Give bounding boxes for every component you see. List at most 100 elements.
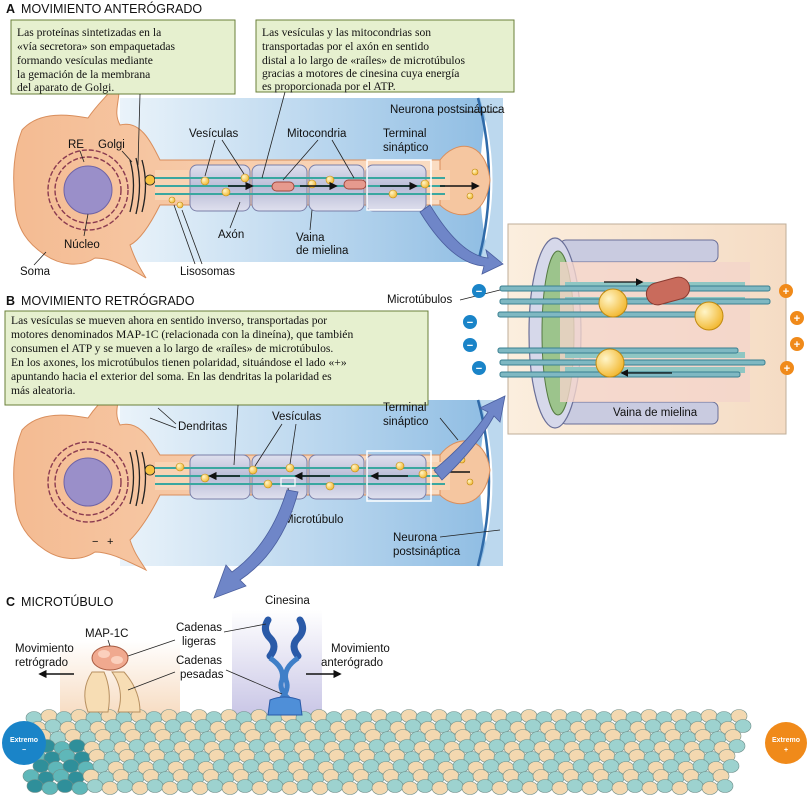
leader-map1c (107, 639, 111, 647)
microtubule-zoom-box (280, 477, 296, 487)
label-sheath-2: de mielina (296, 245, 349, 257)
label-light-2: ligeras (182, 636, 216, 648)
callout-golgi-text: Las proteínas sintetizadas en la «vía se… (17, 26, 178, 94)
tubulin-subunit (326, 779, 344, 793)
golgi-vesicle-b (144, 464, 156, 476)
label-antero-1: Movimiento (331, 643, 390, 655)
tubulin-subunit (506, 779, 524, 793)
svg-text:+: + (794, 339, 800, 351)
label-microtubules-inset: Microtúbulos (387, 294, 452, 306)
leader-vesicles-b (254, 423, 297, 467)
label-vesicles-a: Vesículas (189, 128, 238, 140)
zoom-arrow-b (433, 395, 506, 481)
tubulin-subunit (491, 781, 509, 795)
label-dendrites: Dendritas (178, 421, 227, 433)
label-golgi: Golgi (98, 139, 125, 151)
tubulin-subunit (356, 779, 374, 793)
tubulin-subunit (716, 779, 734, 793)
leader-light-chains (127, 623, 267, 657)
leader-golgi (121, 150, 133, 163)
tubulin-subunit (596, 779, 614, 793)
label-terminal-b-1: Terminal (383, 402, 426, 414)
terminal-box-a (366, 159, 432, 211)
tubulin-subunit (86, 779, 104, 793)
label-antero-2: anterógrado (321, 657, 383, 669)
tubulin-subunit (461, 781, 479, 795)
microtubule-lattice (22, 709, 752, 795)
label-vesicles-b: Vesículas (272, 411, 321, 423)
leader-mitochondria (282, 139, 355, 181)
tubulin-subunit (281, 781, 299, 795)
minus-end-markers: − − − − (463, 284, 486, 375)
nucleus-a (63, 165, 113, 215)
tubulin-subunit (386, 779, 404, 793)
tubulin-subunit (71, 781, 89, 795)
tubulin-subunit (722, 759, 740, 773)
plus-end-sign: + (784, 747, 788, 754)
label-retro-1: Movimiento (15, 643, 74, 655)
label-heavy-2: pesadas (180, 669, 224, 681)
tubulin-subunit (641, 781, 659, 795)
svg-text:+: + (784, 363, 790, 375)
leader-postsynaptic-b (439, 529, 501, 538)
er-b (47, 441, 129, 523)
plus-end-label: Extremo (772, 737, 800, 744)
svg-text:+: + (783, 286, 789, 298)
label-heavy-1: Cadenas (176, 655, 222, 667)
callout-retro-text: Las vesículas se mueven ahora en sentido… (11, 314, 356, 397)
label-postsynaptic-b-2: postsináptica (393, 546, 461, 558)
tubulin-subunit (116, 779, 134, 793)
tubulin-subunit (176, 779, 194, 793)
tubulin-subunit (221, 781, 239, 795)
golgi-b (129, 449, 147, 507)
tubulin-subunit (566, 779, 584, 793)
leader-sheath (309, 209, 313, 231)
label-map1c: MAP-1C (85, 628, 128, 640)
label-re: RE (68, 139, 84, 151)
leader-nucleus (83, 213, 89, 237)
tubulin-subunit (101, 781, 119, 795)
tubulin-subunit (611, 781, 629, 795)
tubulin-subunit (551, 781, 569, 795)
label-mitochondria: Mitocondria (287, 128, 347, 140)
leader-heavy-chains (127, 669, 283, 695)
mitochondria-a (271, 179, 367, 192)
label-myelin-inset: Vaina de mielina (613, 407, 698, 419)
tubulin-subunit (416, 779, 434, 793)
leader-lysosomes (173, 204, 203, 265)
label-terminal-a-1: Terminal (383, 128, 426, 140)
svg-text:−: − (467, 317, 473, 329)
tubulin-subunit (266, 779, 284, 793)
label-microtubule-b: Microtúbulo (284, 514, 343, 526)
tubulin-subunit (521, 781, 539, 795)
tubulin-subunit (431, 781, 449, 795)
tubulin-subunit (656, 779, 674, 793)
vesicles-a (168, 168, 479, 209)
inset-vesicle-1 (598, 288, 628, 318)
leader-axon (229, 201, 241, 229)
callout-transport-text: Las vesículas y las mitocondrias son tra… (262, 26, 468, 93)
tubulin-subunit (371, 781, 389, 795)
tubulin-subunit (401, 781, 419, 795)
postsynaptic-neuron-b (480, 400, 503, 566)
minus-end-sign: − (22, 747, 26, 754)
leader-transport-callout (261, 91, 286, 179)
tubulin-subunit (626, 779, 644, 793)
svg-text:+: + (794, 313, 800, 325)
label-kinesin: Cinesina (265, 595, 310, 607)
tubulin-subunit (26, 779, 44, 793)
inset-vesicle-2 (694, 301, 724, 331)
inset-mitochondrion (645, 276, 691, 306)
inset-axon-detail: Microtúbulos Vaina de mielina − − − − + … (387, 223, 804, 435)
sign-plus-b: + (107, 536, 113, 548)
postsynaptic-membrane-b (476, 399, 491, 567)
synaptic-terminal-a (439, 145, 491, 216)
tubulin-subunit (311, 781, 329, 795)
inset-vesicle-3 (595, 348, 625, 378)
plus-end-badge (765, 722, 807, 764)
tubulin-subunit (146, 779, 164, 793)
golgi-vesicle-a (144, 174, 156, 186)
golgi-a (129, 157, 147, 215)
svg-text:−: − (476, 363, 482, 375)
